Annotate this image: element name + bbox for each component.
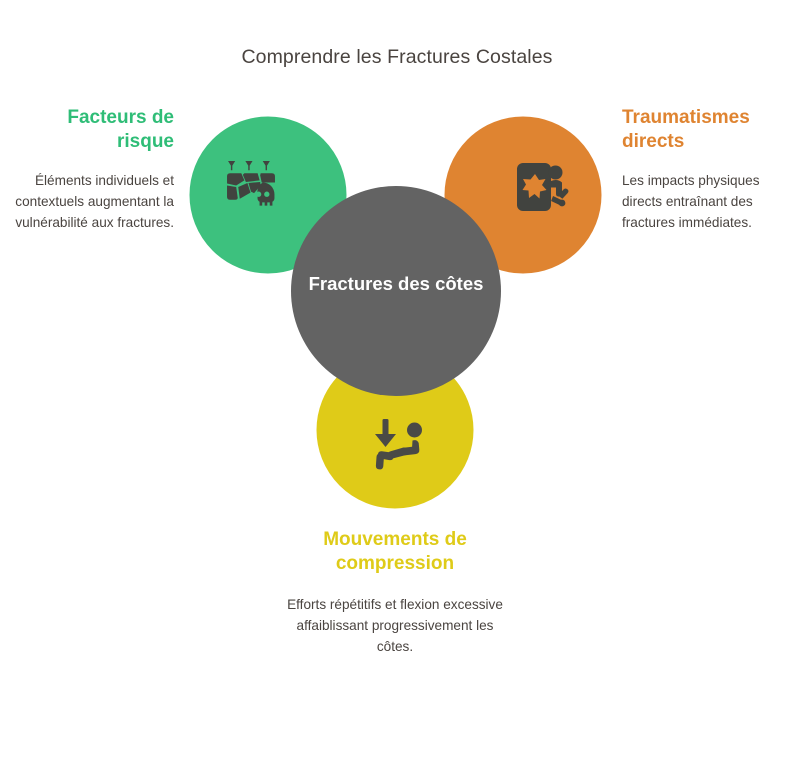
heading-risk-factors: Facteurs de risque (67, 107, 174, 152)
heading-compression-movements: Mouvements de compression (323, 529, 467, 574)
block-compression-movements: Mouvements de compression Efforts répéti… (287, 528, 503, 657)
circle-center-outcome[interactable] (291, 186, 501, 396)
body-direct-trauma: Les impacts physiques directs entraînant… (622, 172, 760, 230)
person-impact-icon (517, 163, 569, 211)
downward-arrow-bending-person-icon (375, 419, 422, 470)
block-risk-factors: Facteurs de risque Éléments individuels … (10, 106, 174, 233)
body-risk-factors: Éléments individuels et contextuels augm… (15, 172, 174, 230)
hazard-crowd-skull-icon (227, 161, 275, 206)
body-compression-movements: Efforts répétitifs et flexion excessive … (287, 596, 503, 654)
page-title: Comprendre les Fractures Costales (241, 46, 553, 68)
block-direct-trauma: Traumatismes directs Les impacts physiqu… (622, 106, 788, 233)
heading-direct-trauma: Traumatismes directs (622, 107, 750, 152)
